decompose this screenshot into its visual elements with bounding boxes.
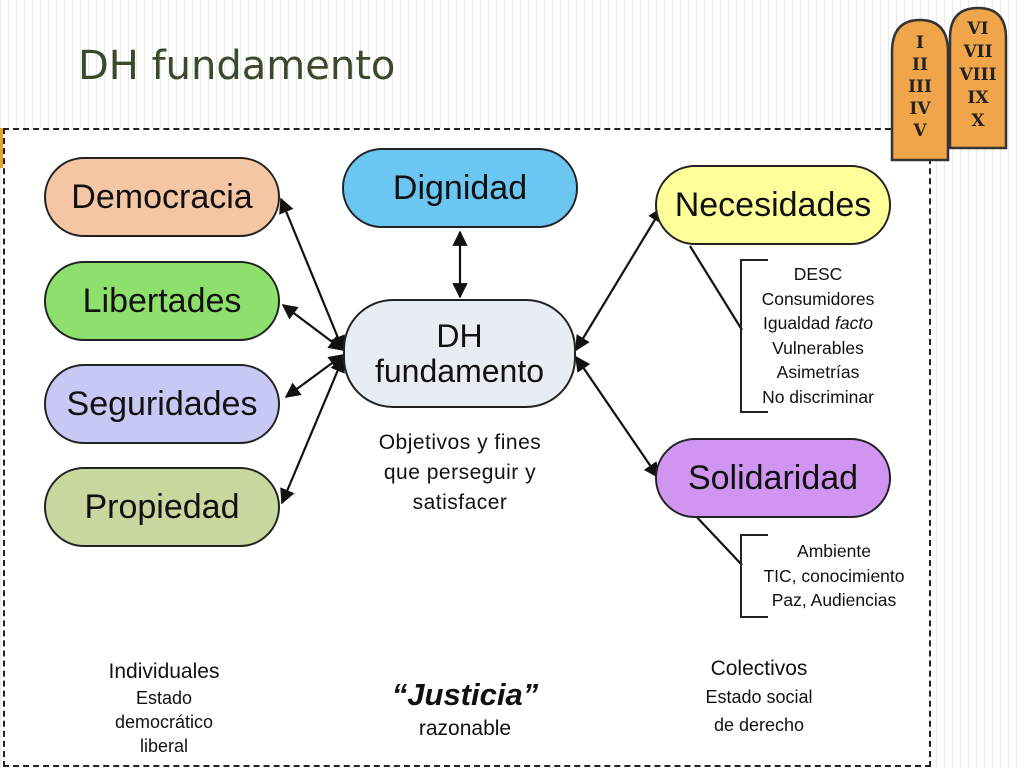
solidaridad-list-bracket [740, 534, 768, 618]
tablet-numeral: III [908, 77, 932, 97]
center-caption: Objetivos y fines que perseguir y satisf… [346, 428, 574, 518]
list-item: Paz, Audiencias [771, 590, 897, 611]
list-item: DESC [793, 264, 843, 284]
individuales-line: Estado [135, 688, 193, 708]
justicia-subtitle: razonable [418, 717, 512, 740]
arrow-propiedad-center [280, 356, 345, 505]
justicia-title: “Justicia” [391, 677, 539, 712]
node-propiedad: Propiedad [44, 467, 280, 547]
solidaridad-list-connector [691, 511, 743, 566]
list-item: Igualdad facto [763, 313, 873, 334]
arrow-solidaridad-center [575, 355, 659, 479]
list-item: Vulnerables [772, 337, 864, 358]
colectivos-title: Colectivos [710, 657, 808, 680]
arrow-libertades-center [281, 304, 345, 351]
tablet-numeral: IV [909, 99, 931, 119]
solidaridad-list: Ambiente TIC, conocimiento Paz, Audienci… [748, 539, 920, 613]
node-solidaridad-label: Solidaridad [687, 458, 859, 497]
colectivos-line: de derecho [713, 715, 805, 735]
node-dh-fundamento: DH fundamento [343, 299, 576, 408]
colectivos-caption: Colectivos Estado social de derecho [676, 655, 842, 739]
list-item: Ambiente [797, 541, 871, 561]
center-caption-line: satisfacer [412, 491, 508, 514]
list-item: TIC, conocimiento [763, 565, 905, 586]
tablet-numeral: VII [962, 42, 992, 62]
tablet-numeral: II [912, 55, 928, 75]
individuales-caption: Individuales Estado democrático liberal [88, 658, 240, 758]
colectivos-line: Estado social [705, 687, 813, 707]
individuales-line: liberal [139, 736, 189, 756]
tablet-numeral: IX [967, 88, 989, 108]
node-libertades-label: Libertades [82, 281, 242, 320]
tablet-numeral: V [912, 121, 927, 141]
tablets-of-law-icon: I II III IV V VI VII VIII IX X [890, 6, 1008, 162]
list-item: Consumidores [761, 288, 875, 309]
tablet-numeral: X [971, 111, 985, 131]
center-caption-line: Objetivos y fines [378, 431, 542, 454]
node-solidaridad: Solidaridad [655, 438, 891, 518]
tablet-numeral: VI [966, 19, 988, 39]
page-title: DH fundamento [78, 43, 396, 89]
node-seguridades: Seguridades [44, 364, 280, 444]
node-necesidades-label: Necesidades [674, 185, 872, 224]
center-caption-line: que perseguir y [383, 461, 537, 484]
node-necesidades: Necesidades [655, 165, 891, 245]
node-center-line1: DH [436, 317, 483, 354]
necesidades-list: DESC Consumidores Igualdad facto Vulnera… [744, 262, 892, 410]
arrow-necesidades-center [575, 206, 663, 352]
node-center-line2: fundamento [374, 352, 544, 389]
node-seguridades-label: Seguridades [66, 384, 258, 423]
individuales-line: democrático [114, 712, 214, 732]
tablet-numeral: VIII [958, 65, 996, 85]
node-propiedad-label: Propiedad [84, 487, 240, 526]
individuales-title: Individuales [108, 660, 220, 683]
justicia-caption: “Justicia” razonable [360, 676, 570, 744]
list-item: Asimetrías [776, 362, 860, 383]
node-democracia: Democracia [44, 157, 280, 237]
node-libertades: Libertades [44, 261, 280, 341]
necesidades-list-connector [689, 245, 743, 331]
node-democracia-label: Democracia [71, 177, 253, 216]
tablet-numeral: I [916, 33, 924, 53]
node-dignidad: Dignidad [342, 148, 578, 228]
node-dignidad-label: Dignidad [392, 168, 528, 207]
necesidades-list-bracket [740, 259, 768, 413]
list-item: No discriminar [762, 386, 874, 407]
